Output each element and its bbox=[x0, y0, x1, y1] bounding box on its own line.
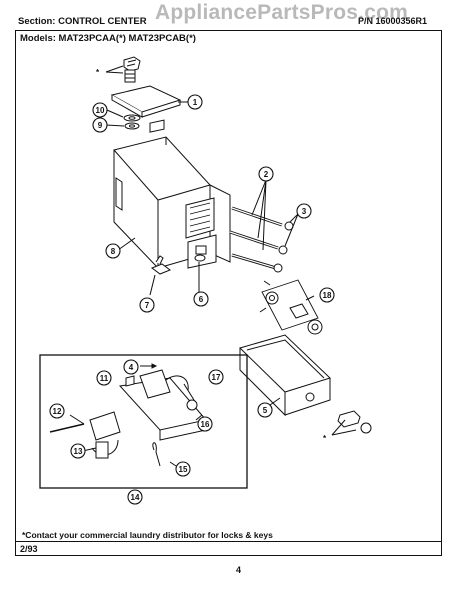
callout-10: 10 bbox=[96, 106, 105, 115]
mounting-bolts bbox=[229, 179, 299, 273]
callout-13: 13 bbox=[74, 447, 83, 456]
callout-4: 4 bbox=[129, 363, 134, 372]
asterisk-marker-bottom: * bbox=[323, 434, 327, 443]
callout-12: 12 bbox=[53, 407, 62, 416]
callout-numbers: 1 2 3 4 5 6 7 8 9 10 11 12 13 14 15 16 1… bbox=[53, 98, 332, 502]
coin-lock-assembly bbox=[259, 279, 323, 335]
callout-1: 1 bbox=[193, 98, 198, 107]
callout-8: 8 bbox=[111, 247, 116, 256]
footnote: *Contact your commercial laundry distrib… bbox=[22, 530, 273, 540]
coin-box bbox=[239, 334, 331, 417]
callout-15: 15 bbox=[179, 465, 188, 474]
diagram-frame bbox=[15, 30, 442, 556]
callout-9: 9 bbox=[98, 121, 103, 130]
models-label: Models: bbox=[20, 33, 56, 44]
callout-18: 18 bbox=[323, 291, 332, 300]
callout-16: 16 bbox=[201, 420, 210, 429]
models-line: Models: MAT23PCAA(*) MAT23PCAB(*) bbox=[20, 33, 196, 44]
part-number: P/N 16000356R1 bbox=[358, 16, 428, 26]
callout-3: 3 bbox=[302, 207, 307, 216]
watermark: AppliancePartsPros.com bbox=[155, 1, 408, 24]
footer-divider bbox=[15, 541, 442, 542]
callout-circles bbox=[49, 94, 335, 505]
callout-14: 14 bbox=[131, 493, 140, 502]
models-values: MAT23PCAA(*) MAT23PCAB(*) bbox=[58, 33, 196, 44]
switch-and-nut bbox=[149, 254, 206, 296]
control-center-housing bbox=[113, 119, 231, 270]
section-value: CONTROL CENTER bbox=[58, 16, 147, 27]
callout-6: 6 bbox=[199, 295, 204, 304]
revision-date: 2/93 bbox=[20, 544, 38, 554]
lock-key-assembly: * bbox=[96, 56, 141, 83]
callout-2: 2 bbox=[264, 170, 269, 179]
callout-11: 11 bbox=[100, 374, 109, 383]
callout-17: 17 bbox=[212, 373, 221, 382]
bottom-keys: * bbox=[323, 410, 372, 443]
callout-7: 7 bbox=[145, 301, 150, 310]
section-label: Section: bbox=[18, 16, 56, 27]
asterisk-marker-top: * bbox=[96, 68, 100, 77]
callout-5: 5 bbox=[263, 406, 268, 415]
top-cover-plate bbox=[110, 85, 189, 118]
page-number: 4 bbox=[236, 565, 242, 575]
washers bbox=[105, 109, 141, 130]
section-header: Section: CONTROL CENTER bbox=[18, 16, 147, 27]
